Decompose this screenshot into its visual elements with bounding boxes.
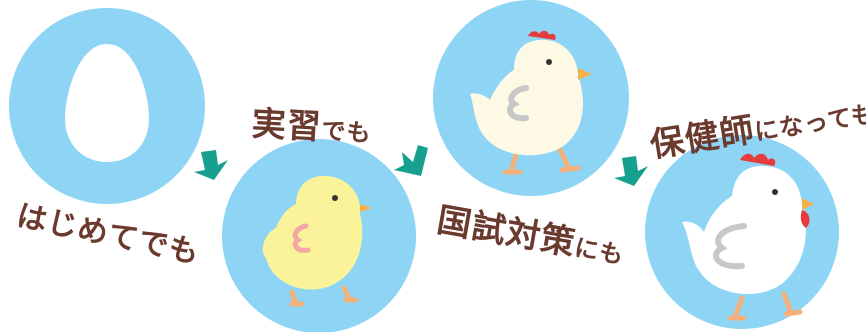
hen-icon <box>682 153 814 321</box>
label-jisshu-suffix: でも <box>320 116 373 148</box>
arrow-icon <box>394 145 428 176</box>
egg-icon <box>65 44 149 162</box>
chick-icon <box>262 175 372 307</box>
young-hen-icon <box>470 30 592 175</box>
arrow-icon <box>194 150 228 180</box>
arrow-icon <box>614 156 648 186</box>
label-jisshu: 実習でも <box>251 96 373 151</box>
label-kokushi-suffix: にも <box>572 233 627 270</box>
label-jisshu-main: 実習 <box>250 104 323 148</box>
